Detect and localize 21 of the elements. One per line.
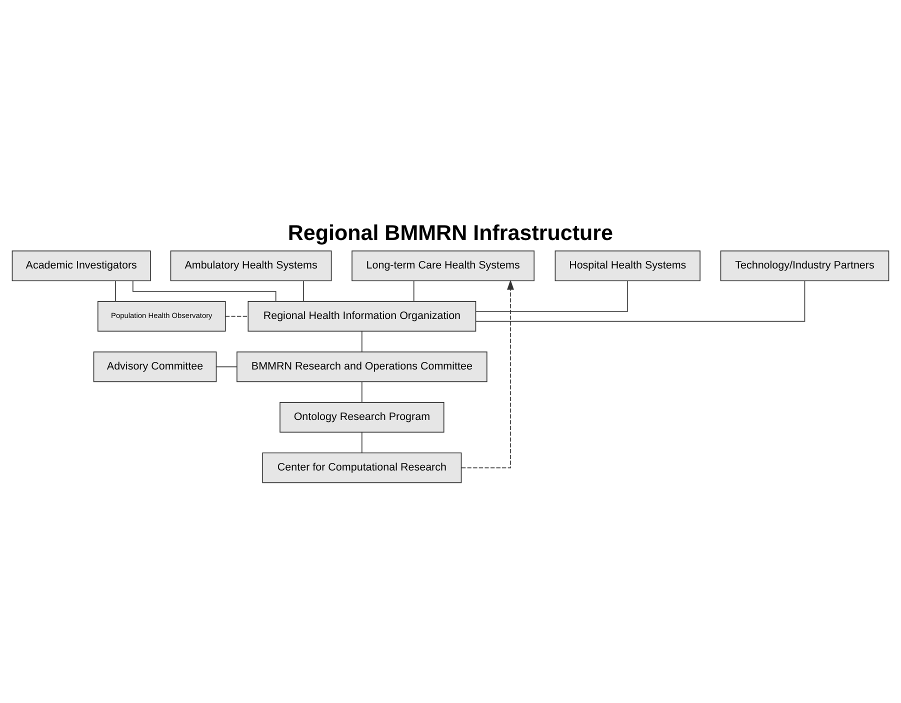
connector (132, 280, 276, 302)
node-box: BMMRN Research and Operations Committee (236, 352, 488, 382)
node-box: Ontology Research Program (280, 402, 444, 433)
connector (475, 280, 628, 312)
node-box: Population Health Observatory (98, 301, 226, 332)
connector (115, 280, 116, 302)
connector (476, 280, 806, 322)
node-box: Long-term Care Health Systems (352, 250, 534, 282)
connector (225, 316, 248, 317)
connector (303, 280, 304, 302)
node-box: Ambulatory Health Systems (170, 250, 332, 282)
node-box: Hospital Health Systems (554, 250, 700, 282)
diagram-title: Regional BMMRN Infrastructure (288, 221, 614, 246)
node-box: Advisory Committee (93, 352, 217, 382)
arrow (461, 280, 514, 468)
node-box: Center for Computational Research (262, 452, 462, 484)
node-box: Technology/Industry Partners (720, 250, 890, 282)
node-box: Regional Health Information Organization (248, 301, 476, 332)
connector (413, 280, 414, 302)
connector (216, 366, 238, 368)
node-box: Academic Investigators (12, 250, 151, 282)
